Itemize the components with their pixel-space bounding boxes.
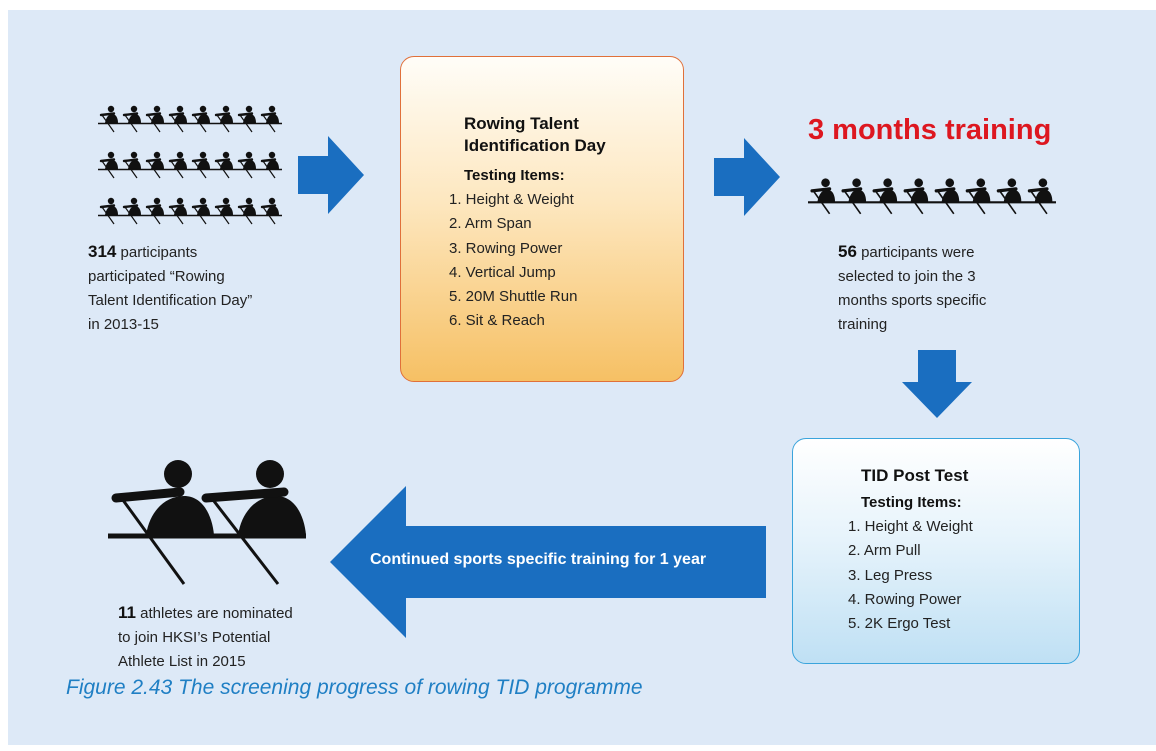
step1-line-2: participated “Rowing bbox=[88, 268, 225, 285]
post-test-item: 4. Rowing Power bbox=[848, 590, 962, 608]
rower-figure-icon bbox=[237, 151, 256, 179]
post-test-item: 1. Height & Weight bbox=[848, 518, 973, 535]
step3-line-3: months sports specific bbox=[838, 292, 987, 309]
rower-figure-icon bbox=[214, 105, 233, 133]
rowing-boats-row-1 bbox=[98, 104, 282, 136]
rowing-boats-row-2 bbox=[98, 150, 282, 182]
rower-figure-icon bbox=[145, 197, 164, 225]
rower-figure-icon bbox=[214, 197, 233, 225]
rower-figure-icon bbox=[237, 197, 256, 225]
talent-day-test-item: 1. Height & Weight bbox=[449, 191, 574, 208]
rower-figure-icon bbox=[168, 151, 187, 179]
rower-figure-icon bbox=[903, 178, 929, 215]
talent-day-test-list: 1. Height & Weight 2. Arm Span 3. Rowing… bbox=[449, 188, 577, 334]
rower-figure-icon bbox=[191, 197, 210, 225]
post-test-item: 5. 2K Ergo Test bbox=[848, 615, 951, 633]
talent-day-test-item: 4. Vertical Jump bbox=[449, 263, 556, 281]
post-test-title: TID Post Test bbox=[861, 466, 969, 485]
step5-description: 11 athletes are nominated to join HKSI’s… bbox=[118, 601, 348, 674]
rowing-boats-row-3 bbox=[98, 196, 282, 228]
rower-figure-icon bbox=[168, 197, 187, 225]
step3-line-1: participants were bbox=[861, 244, 975, 261]
step5-line-2: to join HKSI’s Potential bbox=[118, 629, 271, 646]
rower-figure-icon bbox=[965, 178, 991, 215]
step1-line-3: Talent Identification Day” bbox=[88, 292, 253, 309]
step1-line-4: in 2013-15 bbox=[88, 316, 159, 333]
rower-figure-icon bbox=[872, 178, 898, 215]
talent-day-box: Rowing Talent Identification Day Testing… bbox=[400, 56, 684, 382]
rower-figure-icon bbox=[214, 151, 233, 179]
talent-day-test-item: 5. 20M Shuttle Run bbox=[449, 288, 578, 306]
two-rowers-icon bbox=[108, 460, 306, 585]
post-test-item: 2. Arm Pull bbox=[848, 542, 921, 560]
rower-figure-icon bbox=[99, 151, 118, 179]
talent-day-test-item: 6. Sit & Reach bbox=[449, 312, 545, 330]
big-left-arrow bbox=[330, 486, 766, 638]
down-arrow bbox=[902, 350, 972, 418]
rower-figure-icon bbox=[1027, 178, 1053, 215]
step1-count: 314 bbox=[88, 242, 117, 261]
talent-day-subtitle: Testing Items: bbox=[464, 167, 565, 184]
talent-day-title-line-2: Identification Day bbox=[464, 136, 606, 155]
rower-figure-icon bbox=[191, 105, 210, 133]
post-test-box: TID Post Test Testing Items: 1. Height &… bbox=[792, 438, 1080, 664]
step1-line-1: participants bbox=[120, 244, 198, 261]
rower-figure-icon bbox=[99, 105, 118, 133]
step5-line-3: Athlete List in 2015 bbox=[118, 653, 246, 670]
step5-count: 11 bbox=[118, 603, 136, 622]
step1-description: 314 participants participated “Rowing Ta… bbox=[88, 240, 328, 337]
step3-line-4: training bbox=[838, 316, 888, 333]
rower-figure-icon bbox=[99, 197, 118, 225]
post-test-test-list: 1. Height & Weight 2. Arm Pull 3. Leg Pr… bbox=[848, 515, 973, 636]
right-arrow-2 bbox=[714, 138, 780, 216]
rower-figure-icon bbox=[260, 105, 279, 133]
step3-description: 56 participants were selected to join th… bbox=[838, 240, 1058, 337]
rower-figure-icon bbox=[168, 105, 187, 133]
rower-figure-icon bbox=[191, 151, 210, 179]
three-months-heading: 3 months training bbox=[808, 114, 1052, 146]
rower-figure-icon bbox=[122, 105, 141, 133]
post-test-subtitle: Testing Items: bbox=[861, 494, 962, 511]
rower-figure-icon bbox=[810, 178, 835, 215]
rower-figure-icon bbox=[145, 105, 164, 133]
rower-figure-icon bbox=[122, 197, 141, 225]
rower-figure-icon bbox=[145, 151, 164, 179]
rower-figure-icon bbox=[260, 197, 279, 225]
right-arrow-1 bbox=[298, 136, 364, 214]
talent-day-title: Rowing Talent Identification Day bbox=[464, 113, 606, 157]
big-arrow-label: Continued sports specific training for 1… bbox=[370, 551, 707, 568]
step3-count: 56 bbox=[838, 242, 857, 261]
rower-figure-icon bbox=[841, 178, 867, 215]
rower-figure-icon bbox=[237, 105, 256, 133]
figure-caption: Figure 2.43 The screening progress of ro… bbox=[66, 676, 643, 699]
step3-line-2: selected to join the 3 bbox=[838, 268, 976, 285]
rower-figure-icon bbox=[122, 151, 141, 179]
post-test-item: 3. Leg Press bbox=[848, 566, 933, 584]
step5-line-1: athletes are nominated bbox=[140, 605, 293, 622]
rower-figure-icon bbox=[996, 178, 1022, 215]
talent-day-test-item: 3. Rowing Power bbox=[449, 239, 563, 257]
rowing-boats-row-selected bbox=[808, 176, 1056, 216]
rower-figure-icon bbox=[260, 151, 279, 179]
talent-day-title-line-1: Rowing Talent bbox=[464, 114, 579, 133]
talent-day-test-item: 2. Arm Span bbox=[449, 215, 532, 233]
rower-figure-icon bbox=[934, 178, 960, 215]
